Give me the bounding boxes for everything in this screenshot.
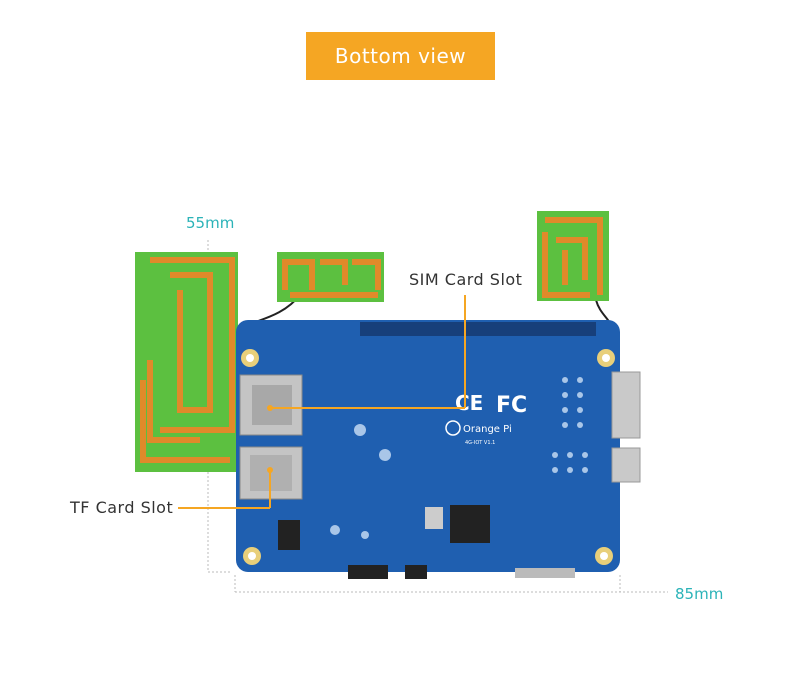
middle-antenna (277, 252, 384, 302)
page-title: Bottom view (334, 44, 467, 68)
usb-port (611, 371, 641, 439)
right-antenna (537, 211, 609, 301)
pcb-board: CE FC Orange Pi 4G-IOT V1.1 (236, 320, 641, 579)
title-banner: Bottom view (306, 32, 495, 80)
fcc-mark: FC (496, 393, 527, 418)
brand-mark: Orange Pi (463, 424, 512, 435)
tf-card-slot-label: TF Card Slot (70, 498, 174, 517)
ce-mark: CE (455, 391, 483, 415)
usb-port (611, 447, 641, 483)
orange-pi-logo-icon (445, 420, 461, 436)
height-dimension-label: 55mm (186, 214, 235, 232)
chip (450, 505, 490, 543)
left-antenna (135, 252, 238, 472)
model-mark: 4G-IOT V1.1 (465, 440, 495, 446)
sim-card-slot-label: SIM Card Slot (409, 270, 523, 289)
width-dimension-label: 85mm (675, 585, 724, 603)
